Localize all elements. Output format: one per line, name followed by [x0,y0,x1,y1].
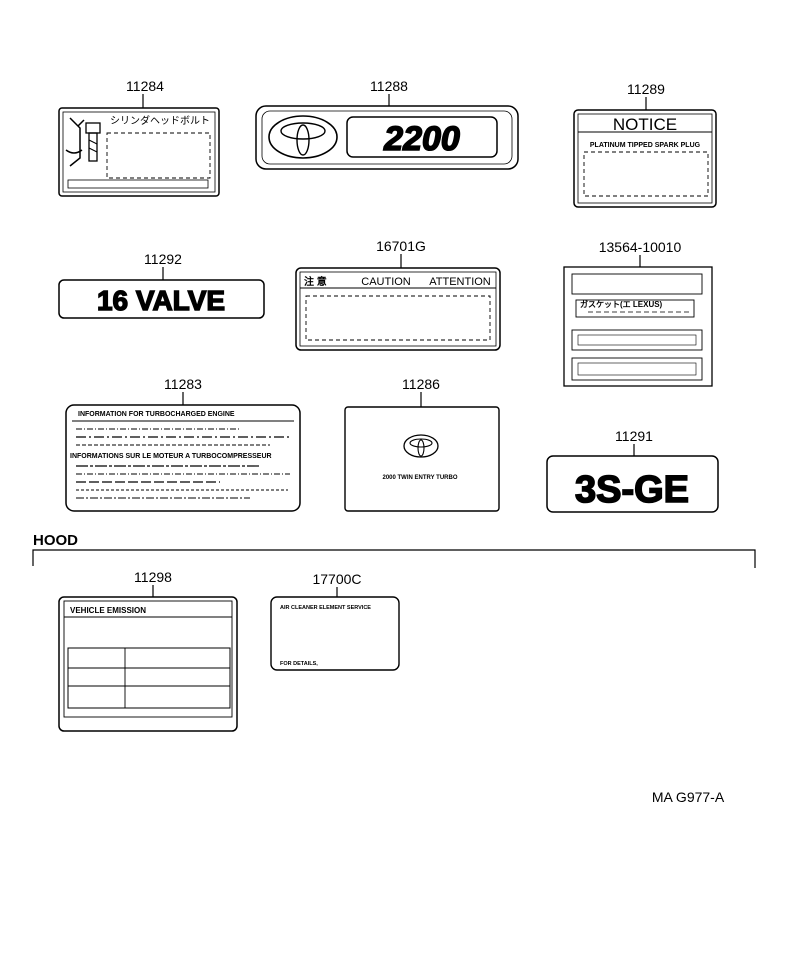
label-16701G-caution: CAUTION [361,276,411,288]
label-11289-subtitle: PLATINUM TIPPED SPARK PLUG [590,142,701,149]
label-16701G-left: 注 意 [304,275,327,288]
part-11283[interactable]: 11283 INFORMATION FOR TURBOCHARGED ENGIN… [65,376,301,512]
part-number-13564-10010: 13564-10010 [599,239,682,255]
part-16701G[interactable]: 16701G 注 意 CAUTION ATTENTION [295,238,501,351]
part-11292[interactable]: 11292 16 VALVE [58,251,265,319]
part-11288[interactable]: 11288 2200 [255,78,519,170]
part-11298[interactable]: 11298 VEHICLE EMISSION [58,569,238,732]
part-13564-10010[interactable]: 13564-10010 ガスケット(エ LEXUS) [563,239,713,387]
label-11286-text: 2000 TWIN ENTRY TURBO [382,475,457,481]
part-17700C[interactable]: 17700C AIR CLEANER ELEMENT SERVICE FOR D… [270,571,400,671]
diagram-code: MA G977-A [652,789,725,805]
part-11284[interactable]: 11284 シリンダヘッドボルト [58,78,220,197]
label-17700C-line2: FOR DETAILS, [280,661,318,667]
part-number-11298: 11298 [134,569,172,585]
hood-bracket [32,549,756,568]
label-11283-line1: INFORMATION FOR TURBOCHARGED ENGINE [78,411,235,418]
label-11291-text: 3S-GE [575,469,689,511]
bolt-icon [85,122,101,162]
label-11292-text: 16 VALVE [97,285,225,316]
section-label-hood: HOOD [33,532,78,549]
hood-section: HOOD [32,532,756,568]
label-11284-outline [58,107,220,197]
wrench-icon [65,117,85,167]
part-number-16701G: 16701G [376,238,426,254]
part-number-11292: 11292 [144,251,182,267]
part-number-11289: 11289 [627,81,665,97]
part-number-11283: 11283 [164,376,202,392]
label-11283-line2: INFORMATIONS SUR LE MOTEUR A TURBOCOMPRE… [70,453,272,460]
part-number-17700C: 17700C [312,571,361,587]
part-number-11291: 11291 [615,428,653,444]
label-11289-title: NOTICE [613,115,677,134]
part-number-11286: 11286 [402,376,440,392]
part-11289[interactable]: 11289 NOTICE PLATINUM TIPPED SPARK PLUG [573,81,717,208]
label-11284-text: シリンダヘッドボルト [110,114,210,127]
toyota-logo-icon [268,115,338,159]
part-number-11288: 11288 [370,78,408,94]
label-13564-text: ガスケット(エ LEXUS) [580,299,663,309]
label-11298-text: VEHICLE EMISSION [70,606,146,615]
label-17700C-line1: AIR CLEANER ELEMENT SERVICE [280,605,371,611]
part-11286[interactable]: 11286 2000 TWIN ENTRY TURBO [344,376,500,512]
part-11291[interactable]: 11291 3S-GE [546,428,719,513]
part-number-11284: 11284 [126,78,164,94]
toyota-logo-icon [403,434,439,458]
label-16701G-attention: ATTENTION [429,276,491,288]
label-11288-text: 2200 [383,120,460,158]
